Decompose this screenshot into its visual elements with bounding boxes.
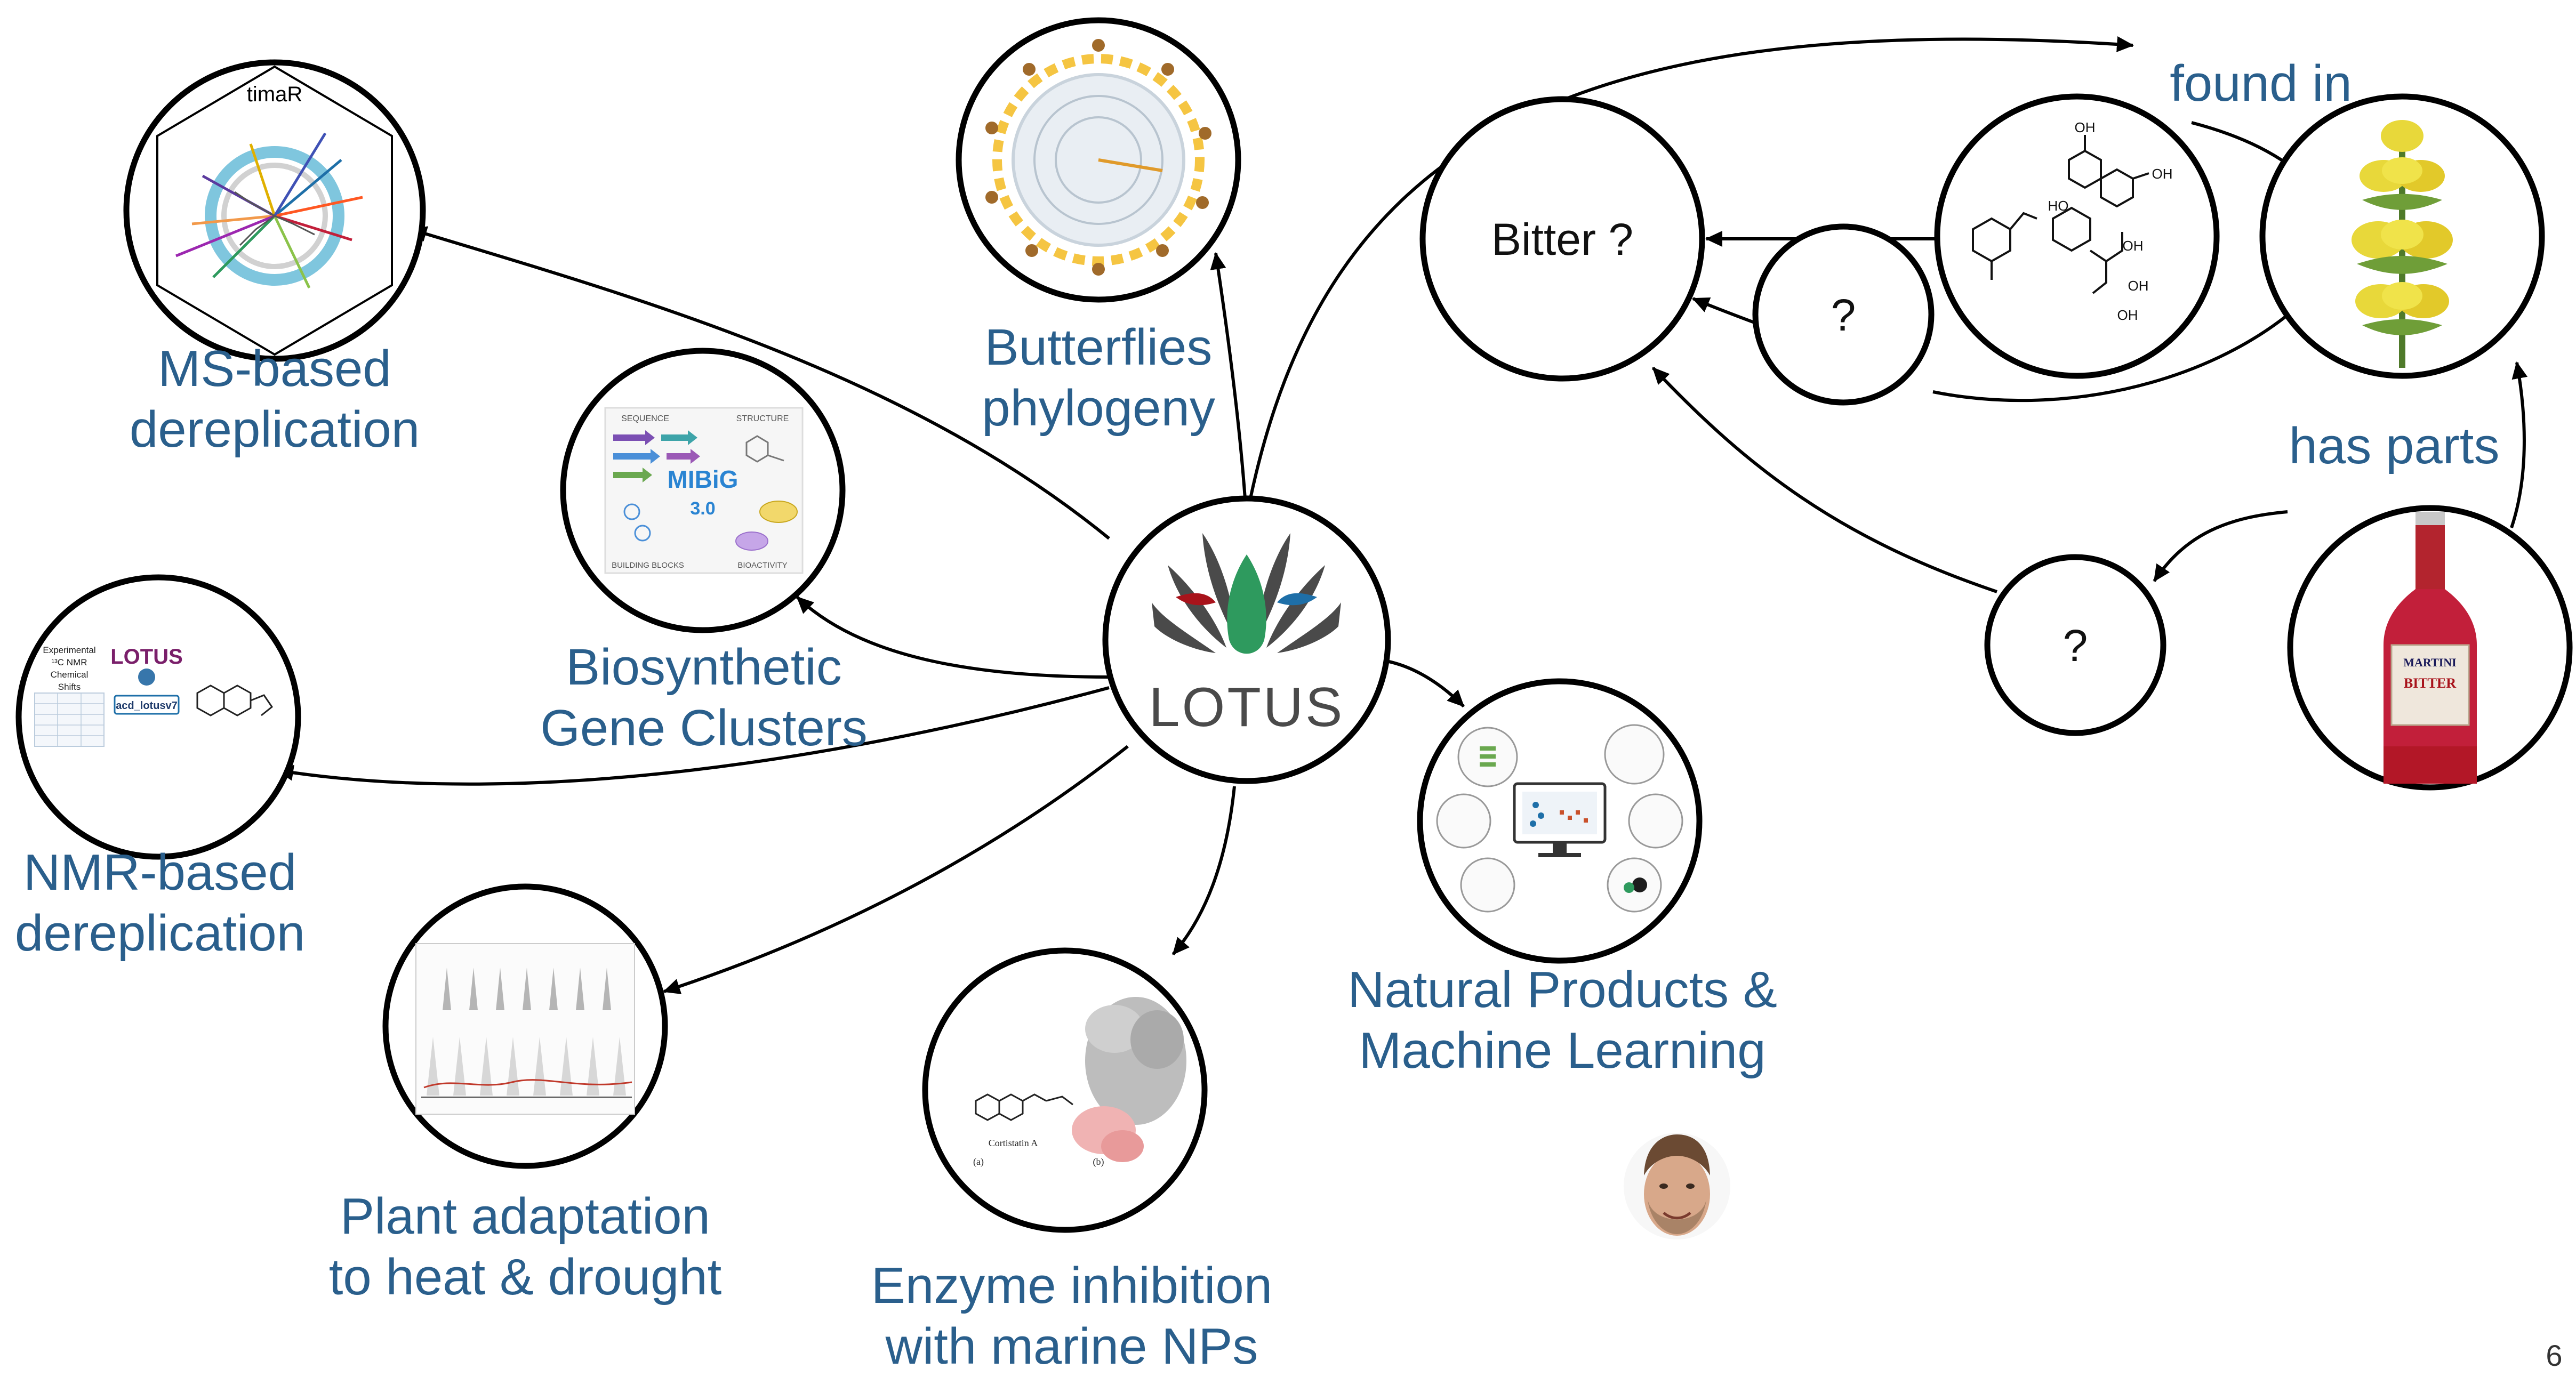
svg-text:MARTINI: MARTINI xyxy=(2403,656,2456,669)
node-lotus-hub[interactable]: LOTUS xyxy=(1102,495,1391,784)
node-biosynthetic-gene-clusters[interactable]: SEQUENCE STRUCTURE MIBiG 3.0 BUILDING BL… xyxy=(560,348,846,633)
svg-text:OH: OH xyxy=(2117,307,2138,323)
node-ms-dereplication[interactable]: timaR xyxy=(123,59,426,362)
node-bitter[interactable]: Bitter ? xyxy=(1419,96,1705,382)
svg-text:Chemical: Chemical xyxy=(51,670,89,680)
svg-text:BITTER: BITTER xyxy=(2404,675,2456,691)
node-plant-adaptation[interactable] xyxy=(382,883,668,1169)
plant-chart-icon xyxy=(421,968,632,1098)
edge-q1-bitter xyxy=(1692,297,1755,324)
node-nmr-dereplication[interactable]: Experimental ¹³C NMR Chemical Shifts LOT… xyxy=(15,574,301,860)
edge-q2-bitter xyxy=(1651,366,1997,593)
label-found-in: found in xyxy=(2170,55,2352,112)
svg-text:Cortistatin A: Cortistatin A xyxy=(989,1138,1038,1148)
svg-text:BIOACTIVITY: BIOACTIVITY xyxy=(737,561,787,570)
edge-lotus-ms xyxy=(410,226,1110,540)
nmr-molecule-icon xyxy=(196,685,274,716)
svg-text:(b): (b) xyxy=(1093,1156,1104,1167)
node-gentian-plant[interactable] xyxy=(2259,93,2545,379)
mibig-version: 3.0 xyxy=(690,498,715,519)
gene-arrows-icon xyxy=(613,430,700,482)
edge-martini-gentian xyxy=(2510,361,2528,528)
connectors xyxy=(276,36,2528,994)
edge-lotus-butterflies xyxy=(1210,252,1247,499)
cortistatin-molecule-icon xyxy=(975,1093,1073,1121)
edge-martini-q2 xyxy=(2153,510,2288,582)
plant-figure xyxy=(415,943,635,1115)
gentian-flower-icon xyxy=(2352,120,2453,368)
bottle-icon xyxy=(2384,512,2477,784)
node-question-1[interactable]: ? xyxy=(1752,223,1935,406)
svg-text:SEQUENCE: SEQUENCE xyxy=(621,414,669,423)
edge-lotus-bgc xyxy=(796,595,1110,679)
svg-text:OH: OH xyxy=(2152,166,2173,182)
node-butterflies-phylogeny[interactable] xyxy=(956,17,1241,303)
svg-text:STRUCTURE: STRUCTURE xyxy=(736,414,789,423)
bitter-label: Bitter ? xyxy=(1491,214,1633,264)
page-number: 6 xyxy=(2546,1339,2563,1372)
svg-text:BUILDING BLOCKS: BUILDING BLOCKS xyxy=(612,561,684,570)
edge-lotus-ml xyxy=(1386,659,1465,708)
svg-text:(a): (a) xyxy=(973,1156,984,1167)
svg-text:?: ? xyxy=(1831,290,1856,340)
node-enzyme-inhibition[interactable]: Cortistatin A (a) (b) xyxy=(922,947,1208,1233)
svg-text:Experimental: Experimental xyxy=(43,645,95,655)
node-question-2[interactable]: ? xyxy=(1984,554,2166,736)
ml-satellite-icons xyxy=(1436,724,1683,913)
edge-lotus-nmr xyxy=(276,686,1110,786)
ml-monitor-icon xyxy=(1513,782,1607,857)
label-has-parts: has parts xyxy=(2289,417,2500,474)
timar-tree-icon xyxy=(175,132,363,289)
edge-q1-gentian xyxy=(1932,284,2321,402)
nmr-lotus-logo: LOTUS xyxy=(110,645,183,669)
avatar xyxy=(1624,1133,1730,1239)
svg-text:¹³C NMR: ¹³C NMR xyxy=(51,657,87,667)
lotus-flower-icon xyxy=(1152,533,1341,654)
hexagon-frame xyxy=(156,65,393,356)
svg-text:OH: OH xyxy=(2075,119,2096,135)
mibig-logo: MIBiG xyxy=(668,465,739,493)
lotus-wordmark: LOTUS xyxy=(1149,677,1345,738)
svg-text:OH: OH xyxy=(2128,278,2149,294)
molecule-structure-icon xyxy=(1972,135,2149,294)
edge-lotus-plant xyxy=(663,745,1129,994)
molecule-sketch-icon xyxy=(745,435,784,463)
timar-title: timaR xyxy=(247,83,302,106)
node-martini-bitter[interactable]: MARTINI BITTER xyxy=(2287,505,2573,791)
svg-text:OH: OH xyxy=(2123,238,2144,254)
svg-text:acd_lotusv7: acd_lotusv7 xyxy=(116,700,178,712)
svg-text:Shifts: Shifts xyxy=(58,682,81,692)
edge-lotus-enzyme xyxy=(1171,786,1236,955)
protein-surface-icon xyxy=(1072,997,1186,1162)
svg-text:HO: HO xyxy=(2048,198,2069,214)
svg-text:?: ? xyxy=(2063,621,2088,671)
node-gentiopicroside[interactable]: OH OH OH OH HO OH xyxy=(1934,93,2220,379)
butterfly-tree-icon xyxy=(985,39,1211,276)
label-np-machine-learning: Natural Products &Machine Learning xyxy=(1347,961,1777,1079)
node-np-machine-learning[interactable] xyxy=(1417,678,1703,964)
nmr-table xyxy=(34,692,105,747)
